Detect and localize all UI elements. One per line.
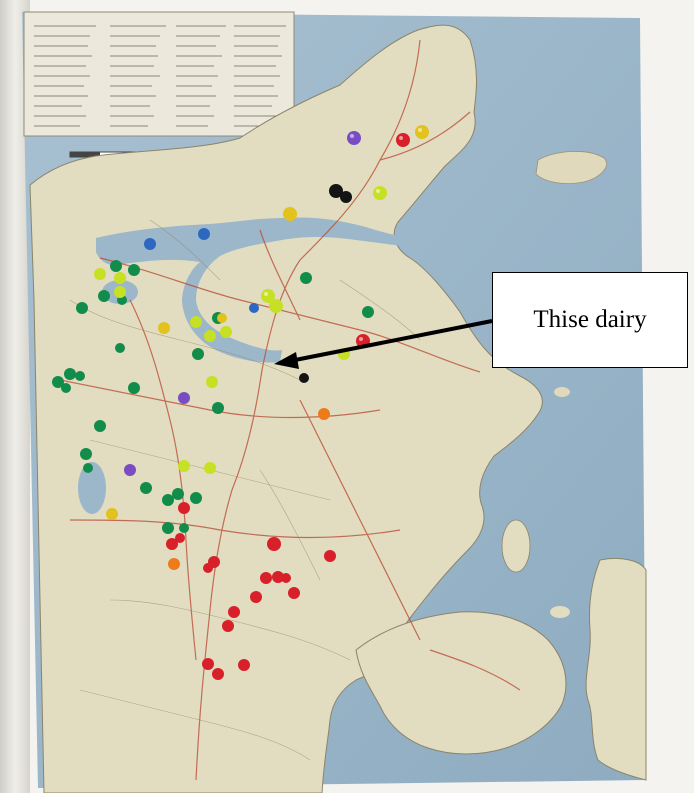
pins-green	[52, 260, 374, 534]
pins-blue	[144, 228, 259, 313]
map-legend-lines	[34, 25, 286, 127]
minor-road-network	[69, 219, 421, 761]
island-anholt	[554, 387, 570, 397]
island-funen	[355, 611, 567, 755]
pins-purple	[124, 131, 361, 476]
island-samso	[501, 519, 531, 573]
pins-black	[299, 184, 352, 383]
fjord-lake-southwest	[78, 462, 106, 514]
road-network	[59, 39, 521, 781]
island-small-1	[550, 606, 570, 618]
pins-red	[166, 133, 410, 680]
callout-arrow	[274, 319, 493, 369]
island-laeso	[535, 151, 607, 184]
map-legend-panel	[23, 11, 295, 137]
callout-label-thise-dairy: Thise dairy	[533, 306, 647, 333]
limfjord-water	[96, 217, 402, 363]
island-zealand-edge	[585, 557, 647, 781]
pins-yellow	[106, 125, 429, 520]
pin-highlights	[264, 128, 422, 341]
pins-orange	[168, 408, 330, 570]
callout-box: Thise dairy	[492, 272, 688, 368]
